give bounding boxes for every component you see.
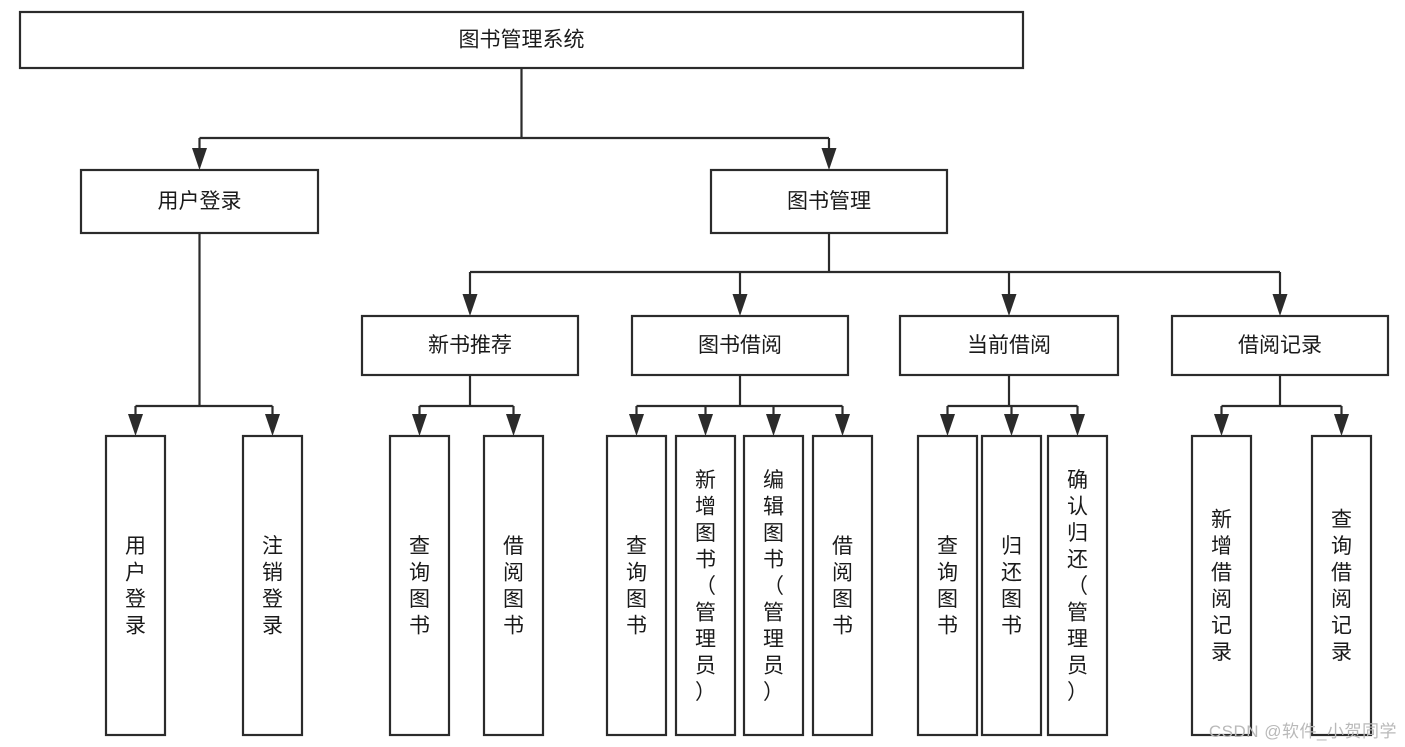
node-root[interactable]: 图书管理系统: [18, 10, 1025, 70]
arrow-head-icon: [1214, 414, 1229, 436]
node-box: [709, 168, 949, 235]
node-borrow-record[interactable]: 借阅记录: [1170, 314, 1390, 377]
node-label: 注销登录: [262, 535, 283, 638]
node-leaf-borrow-book[interactable]: 借阅图书: [811, 434, 874, 737]
arrow-head-icon: [462, 294, 478, 316]
node-user-login[interactable]: 用户登录: [79, 168, 320, 235]
node-leaf-confirm-return[interactable]: 确认归还（管理员）: [1046, 434, 1109, 737]
node-book-manage[interactable]: 图书管理: [709, 168, 949, 235]
arrow-head-icon: [940, 414, 955, 436]
node-box: [1046, 434, 1109, 737]
node-box: [482, 434, 545, 737]
node-leaf-edit-book[interactable]: 编辑图书（管理员）: [742, 434, 805, 737]
node-box: [18, 10, 1025, 70]
node-leaf-query-record[interactable]: 查询借阅记录: [1310, 434, 1373, 737]
node-label: 查询借阅记录: [1331, 509, 1352, 665]
node-box: [811, 434, 874, 737]
node-label: 归还图书: [1001, 535, 1022, 638]
node-label: 新增图书（管理员）: [695, 469, 716, 704]
node-box: [916, 434, 979, 737]
node-label: 借阅记录: [1238, 334, 1322, 357]
arrow-head-icon: [629, 414, 644, 436]
node-label: 用户登录: [158, 190, 242, 213]
node-box: [630, 314, 850, 377]
arrow-head-icon: [1001, 294, 1017, 316]
node-box: [674, 434, 737, 737]
arrow-head-icon: [835, 414, 850, 436]
node-label: 确认归还（管理员）: [1067, 469, 1088, 704]
node-label: 图书借阅: [698, 334, 782, 357]
node-box: [1190, 434, 1253, 737]
watermark-text: CSDN @软件_小贺同学: [1208, 722, 1397, 741]
node-leaf-logout[interactable]: 注销登录: [241, 434, 304, 737]
arrow-head-icon: [192, 148, 207, 170]
node-leaf-query-book-cur[interactable]: 查询图书: [916, 434, 979, 737]
node-box: [1170, 314, 1390, 377]
arrow-head-icon: [698, 414, 713, 436]
node-label: 查询图书: [409, 535, 430, 638]
node-box: [104, 434, 167, 737]
arrow-head-icon: [1070, 414, 1085, 436]
node-box: [388, 434, 451, 737]
node-label: 当前借阅: [967, 334, 1051, 357]
node-label: 借阅图书: [503, 535, 524, 638]
node-box: [605, 434, 668, 737]
arrow-head-icon: [128, 414, 143, 436]
node-label: 新增借阅记录: [1211, 509, 1232, 665]
node-leaf-add-record[interactable]: 新增借阅记录: [1190, 434, 1253, 737]
arrow-head-icon: [412, 414, 427, 436]
node-leaf-user-login[interactable]: 用户登录: [104, 434, 167, 737]
node-label: 查询图书: [626, 535, 647, 638]
node-leaf-return-book[interactable]: 归还图书: [980, 434, 1043, 737]
arrow-head-icon: [265, 414, 280, 436]
node-layer: 图书管理系统用户登录图书管理新书推荐图书借阅当前借阅借阅记录用户登录注销登录查询…: [18, 10, 1390, 737]
node-leaf-query-book[interactable]: 查询图书: [605, 434, 668, 737]
node-box: [1310, 434, 1373, 737]
node-leaf-add-book[interactable]: 新增图书（管理员）: [674, 434, 737, 737]
node-box: [980, 434, 1043, 737]
arrow-head-icon: [1334, 414, 1349, 436]
node-box: [79, 168, 320, 235]
node-leaf-query-book-rec[interactable]: 查询图书: [388, 434, 451, 737]
node-label: 图书管理: [787, 190, 871, 213]
arrow-head-icon: [1004, 414, 1019, 436]
node-box: [360, 314, 580, 377]
node-label: 新书推荐: [428, 334, 512, 357]
node-label: 图书管理系统: [459, 29, 585, 52]
node-new-book-recommend[interactable]: 新书推荐: [360, 314, 580, 377]
connector-layer: [128, 68, 1349, 436]
node-box: [241, 434, 304, 737]
node-current-borrow[interactable]: 当前借阅: [898, 314, 1120, 377]
arrow-head-icon: [506, 414, 521, 436]
node-label: 用户登录: [125, 535, 146, 638]
node-box: [742, 434, 805, 737]
node-book-borrow[interactable]: 图书借阅: [630, 314, 850, 377]
arrow-head-icon: [821, 148, 837, 170]
node-box: [898, 314, 1120, 377]
node-label: 编辑图书（管理员）: [763, 469, 784, 704]
arrow-head-icon: [766, 414, 781, 436]
node-leaf-borrow-book-rec[interactable]: 借阅图书: [482, 434, 545, 737]
arrow-head-icon: [732, 294, 748, 316]
node-label: 查询图书: [937, 535, 958, 638]
arrow-head-icon: [1272, 294, 1288, 316]
node-label: 借阅图书: [832, 535, 853, 638]
